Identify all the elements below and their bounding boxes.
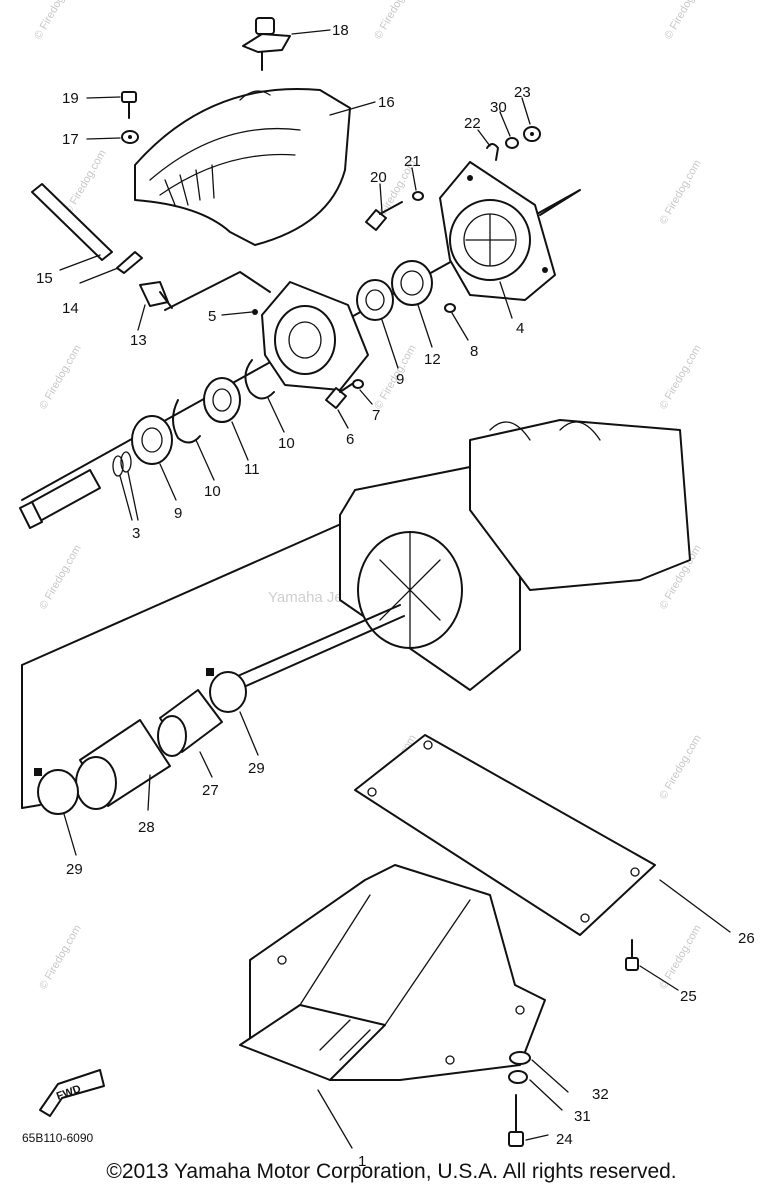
watermark: © Firedog.com bbox=[657, 733, 704, 802]
callout-30: 30 bbox=[490, 99, 507, 116]
part-12-seal bbox=[391, 260, 433, 306]
callout-14: 14 bbox=[62, 300, 79, 317]
callout-4: 4 bbox=[516, 320, 524, 337]
callout-22: 22 bbox=[464, 115, 481, 132]
part-10-circlip-lower bbox=[172, 399, 201, 444]
callout-5: 5 bbox=[208, 308, 216, 325]
part-9-bearing-upper bbox=[356, 279, 394, 321]
part-1-duct bbox=[239, 864, 546, 1081]
part-30-washer bbox=[505, 137, 519, 149]
callout-16: 16 bbox=[378, 94, 395, 111]
part-5-bearing-housing bbox=[252, 281, 369, 391]
part-14-clamp bbox=[116, 251, 143, 274]
part-29-clamp-lower bbox=[34, 768, 79, 815]
part-10-circlip-upper bbox=[244, 359, 275, 400]
part-6-bolt bbox=[325, 383, 353, 409]
callout-13: 13 bbox=[130, 332, 147, 349]
part-26-plate bbox=[354, 734, 656, 936]
callout-17: 17 bbox=[62, 131, 79, 148]
part-13-fitting bbox=[139, 281, 173, 309]
part-7-washer bbox=[352, 379, 364, 389]
part-9-bearing-lower bbox=[131, 415, 173, 465]
callout-18: 18 bbox=[332, 22, 349, 39]
leader-lines bbox=[59, 29, 731, 1149]
part-23-nut bbox=[523, 126, 541, 142]
callout-29-upper: 29 bbox=[248, 760, 265, 777]
part-25-bolt bbox=[625, 939, 639, 971]
watermark: © Firedog.com bbox=[657, 343, 704, 412]
part-32-washer bbox=[509, 1051, 531, 1065]
callout-8: 8 bbox=[470, 343, 478, 360]
callout-12: 12 bbox=[424, 351, 441, 368]
part-27-collar bbox=[157, 689, 223, 757]
copyright-notice: ©2013 Yamaha Motor Corporation, U.S.A. A… bbox=[106, 1160, 677, 1183]
part-15-hose bbox=[31, 183, 113, 261]
part-29-clamp-upper bbox=[206, 668, 247, 713]
fwd-arrow-icon: FWD bbox=[39, 1069, 105, 1117]
part-24-bolt bbox=[508, 1094, 524, 1147]
watermark: © Firedog.com bbox=[657, 158, 704, 227]
watermark: © Firedog.com bbox=[62, 148, 109, 217]
part-11-bearing bbox=[203, 377, 241, 423]
watermark: © Firedog.com bbox=[37, 543, 84, 612]
watermark: © Firedog.com bbox=[32, 0, 79, 42]
callout-15: 15 bbox=[36, 270, 53, 287]
callout-32: 32 bbox=[592, 1086, 609, 1103]
part-20-bolt bbox=[365, 201, 403, 231]
callout-23: 23 bbox=[514, 84, 531, 101]
drawing-code: 65B110-6090 bbox=[22, 1131, 94, 1145]
callout-11: 11 bbox=[244, 461, 260, 478]
part-16-cover bbox=[134, 88, 351, 246]
callouts: 18 19 16 23 30 22 17 21 20 15 14 13 5 4 … bbox=[36, 22, 755, 1170]
watermark: © Firedog.com bbox=[37, 343, 84, 412]
callout-6: 6 bbox=[346, 431, 354, 448]
callout-24: 24 bbox=[556, 1131, 573, 1148]
callout-20: 20 bbox=[370, 169, 387, 186]
part-19-bolt bbox=[121, 91, 137, 119]
part-18-fitting bbox=[242, 17, 291, 71]
callout-27: 27 bbox=[202, 782, 219, 799]
part-8-pin bbox=[444, 303, 456, 313]
callout-10-lower: 10 bbox=[204, 483, 221, 500]
callout-1: 1 bbox=[358, 1153, 366, 1170]
callout-3: 3 bbox=[132, 525, 140, 542]
part-4-housing bbox=[439, 161, 556, 301]
watermark: © Firedog.com bbox=[372, 0, 419, 42]
part-17-washer bbox=[121, 130, 139, 144]
part-31-washer bbox=[508, 1070, 528, 1084]
callout-9-lower: 9 bbox=[174, 505, 182, 522]
callout-10-upper: 10 bbox=[278, 435, 295, 452]
callout-26: 26 bbox=[738, 930, 755, 947]
watermark: © Firedog.com bbox=[37, 923, 84, 992]
callout-29-lower: 29 bbox=[66, 861, 83, 878]
intermediate-housing bbox=[239, 419, 691, 691]
splined-shaft bbox=[19, 469, 101, 529]
callout-7: 7 bbox=[372, 407, 380, 424]
part-21-washer bbox=[412, 191, 424, 201]
callout-31: 31 bbox=[574, 1108, 591, 1125]
callout-19: 19 bbox=[62, 90, 79, 107]
part-28-hose bbox=[75, 719, 171, 810]
callout-28: 28 bbox=[138, 819, 155, 836]
part-22-clip bbox=[486, 143, 499, 161]
callout-9-upper: 9 bbox=[396, 371, 404, 388]
callout-25: 25 bbox=[680, 988, 697, 1005]
watermark: © Firedog.com bbox=[662, 0, 709, 42]
callout-21: 21 bbox=[404, 153, 421, 170]
part-3-o-rings bbox=[112, 451, 132, 477]
